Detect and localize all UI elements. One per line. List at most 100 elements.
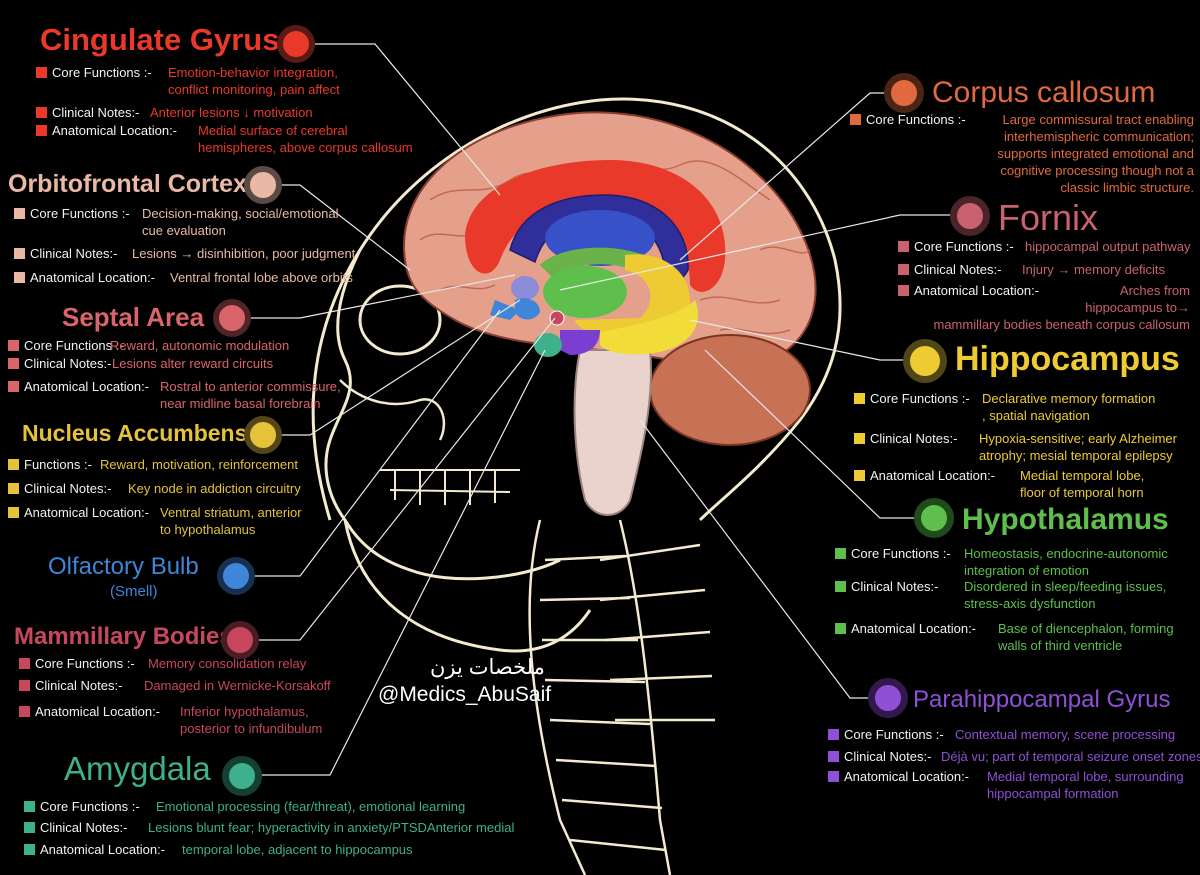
mammillary-row-value: Damaged in Wernicke-Korsakoff bbox=[144, 678, 331, 693]
bullet-square bbox=[8, 507, 19, 518]
bullet-square bbox=[828, 751, 839, 762]
orbitofrontal-row-label: Anatomical Location:- bbox=[30, 270, 156, 285]
mammillary-row-label: Anatomical Location:- bbox=[35, 704, 161, 719]
cingulate-row-value: Anterior lesions ↓ motivation bbox=[150, 105, 313, 120]
accumbens-row-label: Anatomical Location:- bbox=[24, 505, 150, 520]
bullet-square bbox=[19, 680, 30, 691]
amygdala-row-label: Anatomical Location:- bbox=[40, 842, 166, 857]
septal-row-label: Clinical Notes:- bbox=[24, 356, 112, 371]
jaw-outline bbox=[343, 519, 592, 653]
hypothalamus-row-label: Core Functions :- bbox=[851, 546, 951, 561]
amygdala-row-label: Clinical Notes:- bbox=[40, 820, 128, 835]
hypothalamus-row-label: Clinical Notes:- bbox=[851, 579, 939, 594]
author-handle: @Medics_AbuSaif bbox=[378, 683, 552, 706]
parahippocampal-row-value: Contextual memory, scene processing bbox=[955, 727, 1176, 742]
bullet-square bbox=[14, 272, 25, 283]
orbit-outline bbox=[358, 284, 442, 356]
cingulate-gyrus-title: Cingulate Gyrus bbox=[40, 22, 280, 57]
bullet-square bbox=[898, 241, 909, 252]
hippocampus-row-value: Medial temporal lobe,floor of temporal h… bbox=[1020, 468, 1145, 500]
bullet-square bbox=[24, 844, 35, 855]
nucleus-accumbens-title: Nucleus Accumbens bbox=[22, 420, 248, 446]
bullet-square bbox=[8, 381, 19, 392]
amygdala-title: Amygdala bbox=[64, 750, 211, 787]
bullet-square bbox=[835, 623, 846, 634]
mammillary-bodies-title: Mammillary Bodies bbox=[14, 623, 233, 650]
bullet-square bbox=[854, 393, 865, 404]
accumbens-row-label: Clinical Notes:- bbox=[24, 481, 112, 496]
hippocampus-lower bbox=[600, 300, 699, 355]
bullet-square bbox=[8, 459, 19, 470]
septal-marker-dot bbox=[213, 299, 251, 337]
hippocampus-row-value: Declarative memory formation, spatial na… bbox=[982, 391, 1156, 423]
amygdala-marker-dot bbox=[222, 756, 262, 796]
septal-row-label: Anatomical Location:- bbox=[24, 379, 150, 394]
cingulate-marker-dot bbox=[277, 25, 315, 63]
orbitofrontal-row-value: Ventral frontal lobe above orbits bbox=[170, 270, 353, 285]
mammillary-row-label: Core Functions :- bbox=[35, 656, 135, 671]
spine-outline bbox=[528, 519, 715, 875]
bullet-square bbox=[854, 470, 865, 481]
brainstem bbox=[573, 349, 652, 516]
teeth-outline bbox=[380, 469, 520, 505]
mammillary-marker-dot bbox=[221, 621, 259, 659]
orbitofrontal-row-label: Clinical Notes:- bbox=[30, 246, 118, 261]
septal-row-value: Reward, autonomic modulation bbox=[110, 338, 290, 353]
bullet-square bbox=[828, 729, 839, 740]
orbitofrontal-row-label: Core Functions :- bbox=[30, 206, 130, 221]
parahippocampal-marker-dot bbox=[868, 678, 908, 718]
amygdala-row-value: Emotional processing (fear/threat), emot… bbox=[156, 799, 466, 814]
fornix-row-label: Clinical Notes:- bbox=[914, 262, 1002, 277]
mammillary-row-value: Memory consolidation relay bbox=[148, 656, 307, 671]
corpus-callosum-marker-dot bbox=[884, 73, 924, 113]
cingulate-row-value: Emotion-behavior integration,conflict mo… bbox=[168, 65, 340, 97]
orbitofrontal-cortex-title: Orbitofrontal Cortex bbox=[8, 170, 247, 198]
bullet-square bbox=[828, 771, 839, 782]
parahippocampal-row-label: Core Functions :- bbox=[844, 727, 944, 742]
skull-outline bbox=[311, 97, 842, 522]
hypothalamus-row-value: Disordered in sleep/feeding issues,stres… bbox=[964, 579, 1167, 611]
bullet-square bbox=[8, 358, 19, 369]
bullet-square bbox=[854, 433, 865, 444]
face-outline bbox=[324, 249, 561, 581]
bullet-square bbox=[850, 114, 861, 125]
nasal-outline bbox=[339, 379, 446, 441]
olfactory-bulb-title: Olfactory Bulb bbox=[48, 553, 199, 580]
hippocampus-row-label: Core Functions :- bbox=[870, 391, 970, 406]
bullet-square bbox=[14, 248, 25, 259]
septal-area-title: Septal Area bbox=[62, 302, 205, 332]
amygdala-shape bbox=[534, 333, 562, 357]
bullet-square bbox=[835, 548, 846, 559]
accumbens-row-label: Functions :- bbox=[24, 457, 92, 472]
parahippocampal-row-label: Clinical Notes:- bbox=[844, 749, 932, 764]
septal-row-value: Lesions alter reward circuits bbox=[112, 356, 274, 371]
amygdala-row-value: temporal lobe, adjacent to hippocampus bbox=[182, 842, 413, 857]
cingulate-row-label: Clinical Notes:- bbox=[52, 105, 140, 120]
fornix-row-label: Core Functions :- bbox=[914, 239, 1014, 254]
accumbens-row-value: Key node in addiction circuitry bbox=[128, 481, 301, 496]
bullet-square bbox=[19, 658, 30, 669]
bullet-square bbox=[24, 822, 35, 833]
parahippocampal-gyrus-title: Parahippocampal Gyrus bbox=[913, 686, 1171, 713]
bullet-square bbox=[8, 483, 19, 494]
olfactory-marker-dot bbox=[217, 557, 255, 595]
author-arabic-credit: ملخصات يزن bbox=[430, 656, 545, 679]
accumbens-shape bbox=[515, 298, 540, 320]
bullet-square bbox=[14, 208, 25, 219]
mammillary-row-value: Inferior hypothalamus,posterior to infun… bbox=[180, 704, 323, 736]
mammillary-row-label: Clinical Notes:- bbox=[35, 678, 123, 693]
hippocampus-row-label: Clinical Notes:- bbox=[870, 431, 958, 446]
amygdala-row-label: Core Functions :- bbox=[40, 799, 140, 814]
cingulate-row-label: Core Functions :- bbox=[52, 65, 152, 80]
accumbens-marker-dot bbox=[244, 416, 282, 454]
septal-row-label: Core Functions :- bbox=[24, 338, 124, 353]
corpus-row-label: Core Functions :- bbox=[866, 112, 966, 127]
